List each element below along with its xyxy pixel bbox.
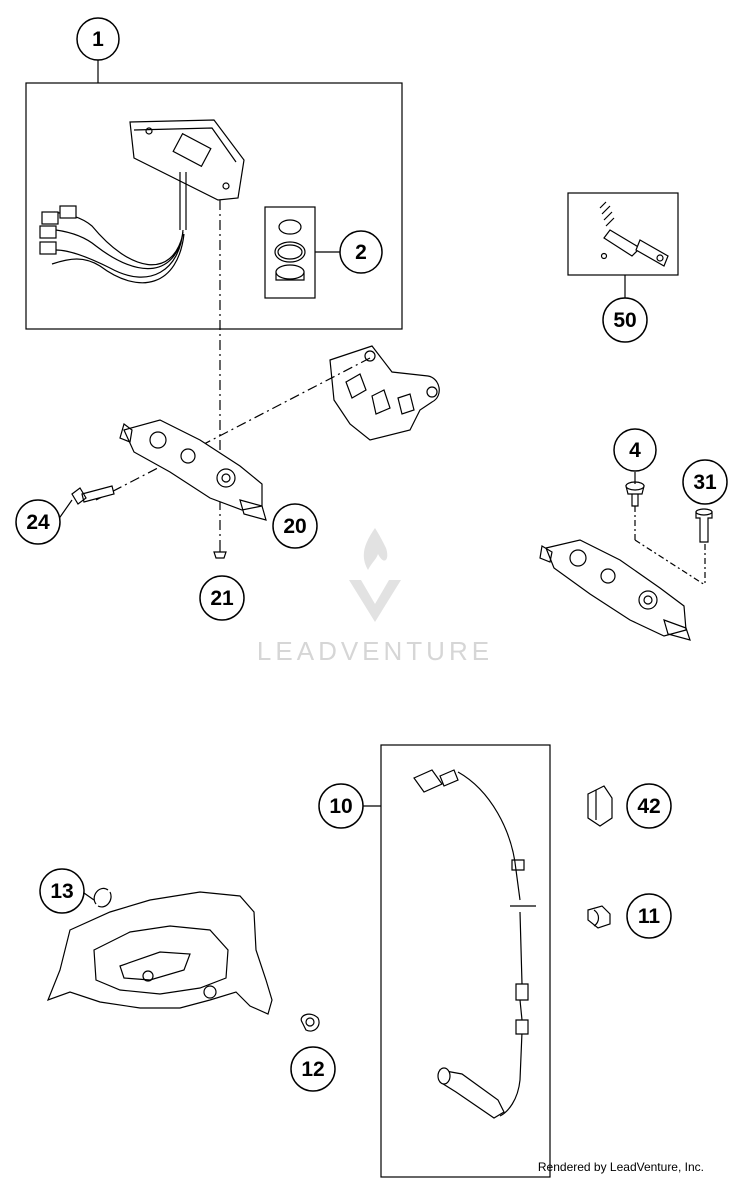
- callout-10: 10: [318, 783, 364, 829]
- watermark-brand: LEADVENTURE: [257, 636, 493, 666]
- svg-text:31: 31: [693, 471, 717, 494]
- part-2-box: [264, 206, 316, 299]
- sensor-box: [380, 744, 551, 1178]
- svg-text:4: 4: [629, 439, 641, 462]
- svg-text:13: 13: [50, 880, 73, 903]
- callout-42: 42: [626, 783, 672, 829]
- callout-31: 31: [682, 459, 728, 505]
- alignment-line-1: [95, 357, 371, 501]
- svg-text:50: 50: [613, 309, 636, 332]
- callout-11: 11: [626, 893, 672, 939]
- callout-20: 20: [272, 503, 318, 549]
- sensor-cable: [457, 771, 523, 1117]
- callout-50: 50: [602, 297, 648, 343]
- callout-24: 24: [15, 499, 61, 545]
- callout-1: 1: [76, 17, 120, 61]
- callout-4: 4: [613, 428, 657, 472]
- holder-assembly-right: [539, 472, 713, 641]
- speedometer-stem: [179, 172, 187, 230]
- leader-13: [83, 892, 95, 901]
- callout-2: 2: [339, 230, 383, 274]
- speedometer-body: [129, 119, 245, 201]
- callout-13: 13: [39, 868, 85, 914]
- svg-text:12: 12: [301, 1058, 324, 1081]
- svg-text:42: 42: [637, 795, 660, 818]
- disc-guard-group: [46, 887, 320, 1032]
- bracket-assembly: [57, 200, 440, 559]
- screw-21: [213, 540, 227, 559]
- svg-text:1: 1: [92, 28, 104, 51]
- speedometer-cables: [51, 211, 185, 284]
- callout-12: 12: [290, 1046, 336, 1092]
- circlip-13: [93, 887, 112, 908]
- svg-text:2: 2: [355, 241, 367, 264]
- svg-text:24: 24: [26, 511, 50, 534]
- disc-guard: [46, 891, 273, 1015]
- bolt-24: [71, 485, 115, 505]
- small-parts: [587, 785, 613, 929]
- instrument-holder: [123, 419, 263, 511]
- speedometer-box: [25, 82, 403, 330]
- watermark-logo: LEADVENTURE: [257, 528, 493, 666]
- lock-box: [567, 192, 679, 276]
- svg-text:11: 11: [638, 905, 661, 928]
- speedometer-group: [25, 60, 403, 330]
- sensor-group: [363, 744, 551, 1178]
- callout-21: 21: [199, 575, 245, 621]
- pin-31: [695, 511, 713, 543]
- washer-12: [300, 1013, 320, 1032]
- render-credit: Rendered by LeadVenture, Inc.: [537, 1160, 704, 1174]
- svg-text:10: 10: [329, 795, 352, 818]
- svg-text:20: 20: [283, 515, 306, 538]
- leader-24: [57, 499, 73, 521]
- lock-group: [567, 192, 679, 298]
- clip-42: [587, 785, 613, 827]
- svg-text:21: 21: [210, 587, 234, 610]
